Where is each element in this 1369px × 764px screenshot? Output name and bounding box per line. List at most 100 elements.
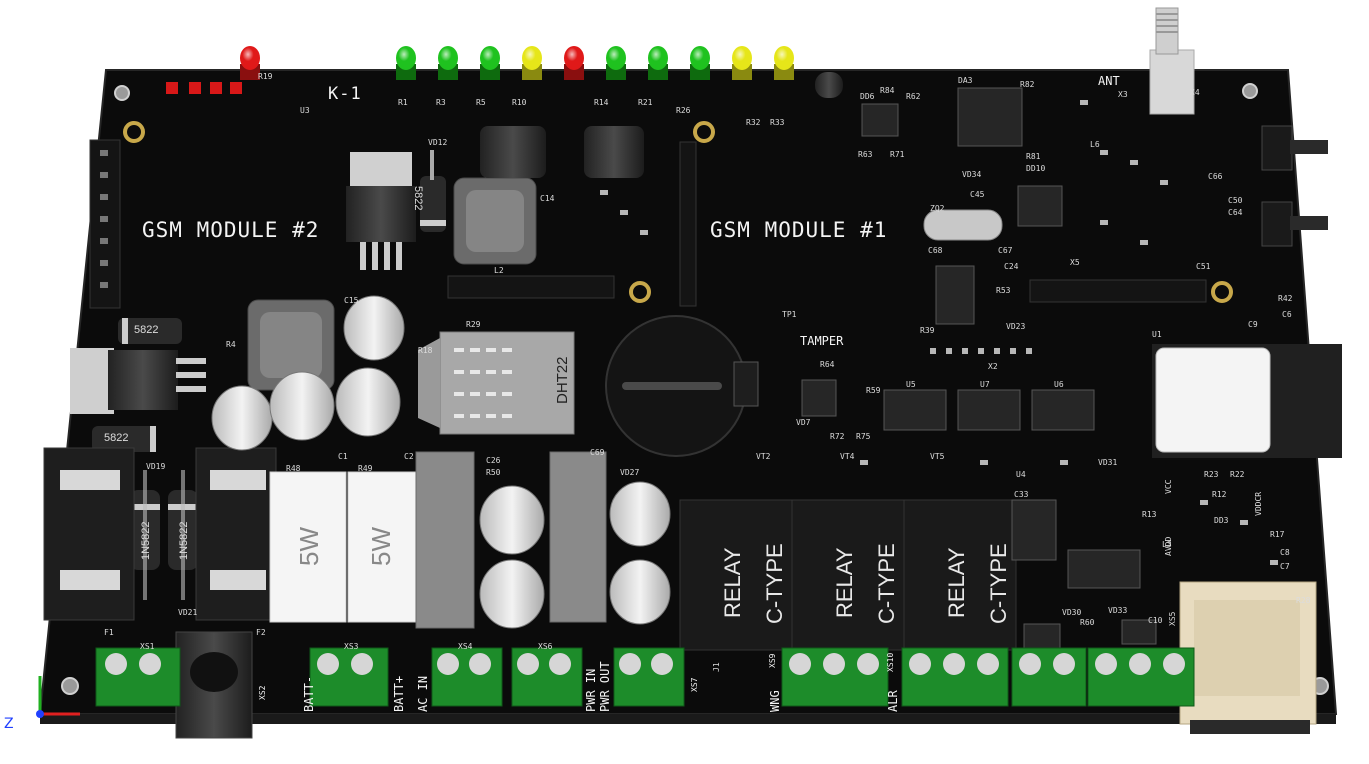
rj45-connector bbox=[1179, 581, 1317, 734]
led-yellow-3 bbox=[774, 46, 794, 80]
pcb-edge bbox=[40, 714, 1336, 724]
terminal-label-xs2: XS2 bbox=[258, 685, 267, 700]
relay-3-type: C-TYPE bbox=[986, 543, 1011, 624]
designator-vd19: VD19 bbox=[146, 462, 166, 471]
axis-label-z: Z bbox=[4, 716, 14, 732]
led-yellow-2 bbox=[732, 46, 752, 80]
designator-vd31: VD31 bbox=[1098, 458, 1118, 467]
electrolytic-caps bbox=[211, 295, 671, 629]
header-bottom-center bbox=[447, 275, 615, 299]
axis-triad bbox=[36, 676, 80, 718]
designator-r23: R23 bbox=[1204, 470, 1219, 479]
tamper-label: TAMPER bbox=[800, 334, 844, 348]
board-title: K-1 bbox=[328, 84, 362, 104]
designator-c9: C9 bbox=[1248, 320, 1258, 329]
designator-vd23: VD23 bbox=[1006, 322, 1026, 331]
designator-vt5: VT5 bbox=[930, 452, 945, 461]
designator-r12: R12 bbox=[1212, 490, 1227, 499]
designator-c64: C64 bbox=[1228, 208, 1243, 217]
grey-block-1 bbox=[415, 451, 475, 629]
led-row bbox=[240, 46, 794, 80]
designator-c15: C15 bbox=[344, 296, 359, 305]
terminal-xs6 bbox=[511, 647, 583, 707]
designator-c26: C26 bbox=[486, 456, 501, 465]
led-green-4 bbox=[606, 46, 626, 80]
terminal-xs9 bbox=[781, 647, 889, 707]
diode-vd32 bbox=[92, 426, 156, 452]
tactile-buttons bbox=[1261, 125, 1328, 247]
header-x5 bbox=[1029, 279, 1207, 303]
designator-da3: DA3 bbox=[958, 76, 973, 85]
cap-black-2 bbox=[584, 126, 644, 178]
designator-c2: C2 bbox=[404, 452, 414, 461]
designator-u3: U3 bbox=[300, 106, 310, 115]
terminal-label-ac-in: AC IN bbox=[416, 675, 430, 712]
relay-1 bbox=[679, 499, 793, 651]
designator-u5: U5 bbox=[906, 380, 916, 389]
cap-black-1 bbox=[480, 126, 546, 178]
designator-r29: R29 bbox=[466, 320, 481, 329]
power-resistor-label-1: 5W bbox=[294, 527, 324, 566]
designator-l2: L2 bbox=[494, 266, 504, 275]
terminal-label-alr: ALR bbox=[886, 690, 900, 712]
terminal-label-xs10: XS10 bbox=[886, 652, 895, 672]
terminal-xs7 bbox=[613, 647, 685, 707]
designator-r21: R21 bbox=[638, 98, 653, 107]
designator-r64: R64 bbox=[820, 360, 835, 369]
designator-l3: L3 bbox=[1162, 540, 1172, 549]
designator-r49: R49 bbox=[358, 464, 373, 473]
designator-r63: R63 bbox=[858, 150, 873, 159]
designator-x4: X4 bbox=[1190, 88, 1200, 97]
terminal-label-batt-plus: BATT+ bbox=[392, 675, 406, 712]
designator-r4: R4 bbox=[226, 340, 236, 349]
diode-vd19-label: 1N5822 bbox=[140, 521, 152, 560]
sma-antenna-connector bbox=[1149, 7, 1195, 115]
designator-c69: C69 bbox=[590, 448, 605, 457]
screw-terminals bbox=[95, 647, 1195, 707]
antenna-label: ANT bbox=[1098, 74, 1120, 88]
dht22-label: DHT22 bbox=[554, 356, 571, 404]
ring-pads bbox=[123, 121, 1233, 303]
designator-tp1: TP1 bbox=[782, 310, 797, 319]
grey-block-2 bbox=[549, 451, 607, 623]
diode-vd21 bbox=[168, 470, 198, 600]
power-resistor-r48 bbox=[269, 471, 347, 623]
designator-r53: R53 bbox=[996, 286, 1011, 295]
designator-c14: C14 bbox=[540, 194, 555, 203]
designator-u7: U7 bbox=[980, 380, 990, 389]
designator-r75: R75 bbox=[856, 432, 871, 441]
designator-x5: X5 bbox=[1070, 258, 1080, 267]
designator-vddcr: VDDCR bbox=[1254, 491, 1263, 516]
designator-u4: U4 bbox=[1016, 470, 1026, 479]
designator-f2: F2 bbox=[256, 628, 266, 637]
designator-vd34: VD34 bbox=[962, 170, 982, 179]
designator-r13: R13 bbox=[1142, 510, 1157, 519]
terminal-label-pwr-in: PWR IN bbox=[584, 668, 598, 712]
diode-vd12-label: 5822 bbox=[412, 186, 424, 211]
designator-r3: R3 bbox=[436, 98, 446, 107]
diode-vd12 bbox=[420, 150, 446, 232]
designator-l6: L6 bbox=[1090, 140, 1100, 149]
designator-r50: R50 bbox=[486, 468, 501, 477]
wireless-module-u1 bbox=[1152, 344, 1342, 458]
designator-c45: C45 bbox=[970, 190, 985, 199]
power-resistor-r49 bbox=[347, 471, 417, 623]
designator-r19: R19 bbox=[258, 72, 273, 81]
coin-cell-holder bbox=[605, 315, 759, 457]
relay-3 bbox=[903, 499, 1017, 651]
terminal-label-xs6: XS6 bbox=[538, 642, 553, 651]
designator-r22: R22 bbox=[1230, 470, 1245, 479]
terminal-label-xs7: XS7 bbox=[690, 677, 699, 692]
terminal-label-pwr-out: PWR OUT bbox=[598, 661, 612, 712]
relay-1-type: C-TYPE bbox=[762, 543, 787, 624]
fuse-holder-f2 bbox=[195, 447, 277, 621]
gsm-module-2-label: GSM MODULE #2 bbox=[142, 218, 320, 242]
designator-c33: C33 bbox=[1014, 490, 1029, 499]
terminal-label-xs3: XS3 bbox=[344, 642, 359, 651]
relay-1-label: RELAY bbox=[720, 547, 745, 618]
designator-vd12: VD12 bbox=[428, 138, 448, 147]
designator-c50: C50 bbox=[1228, 196, 1243, 205]
terminal-label-xs5: XS5 bbox=[1168, 611, 1177, 626]
dc-barrel-jack bbox=[175, 631, 253, 739]
